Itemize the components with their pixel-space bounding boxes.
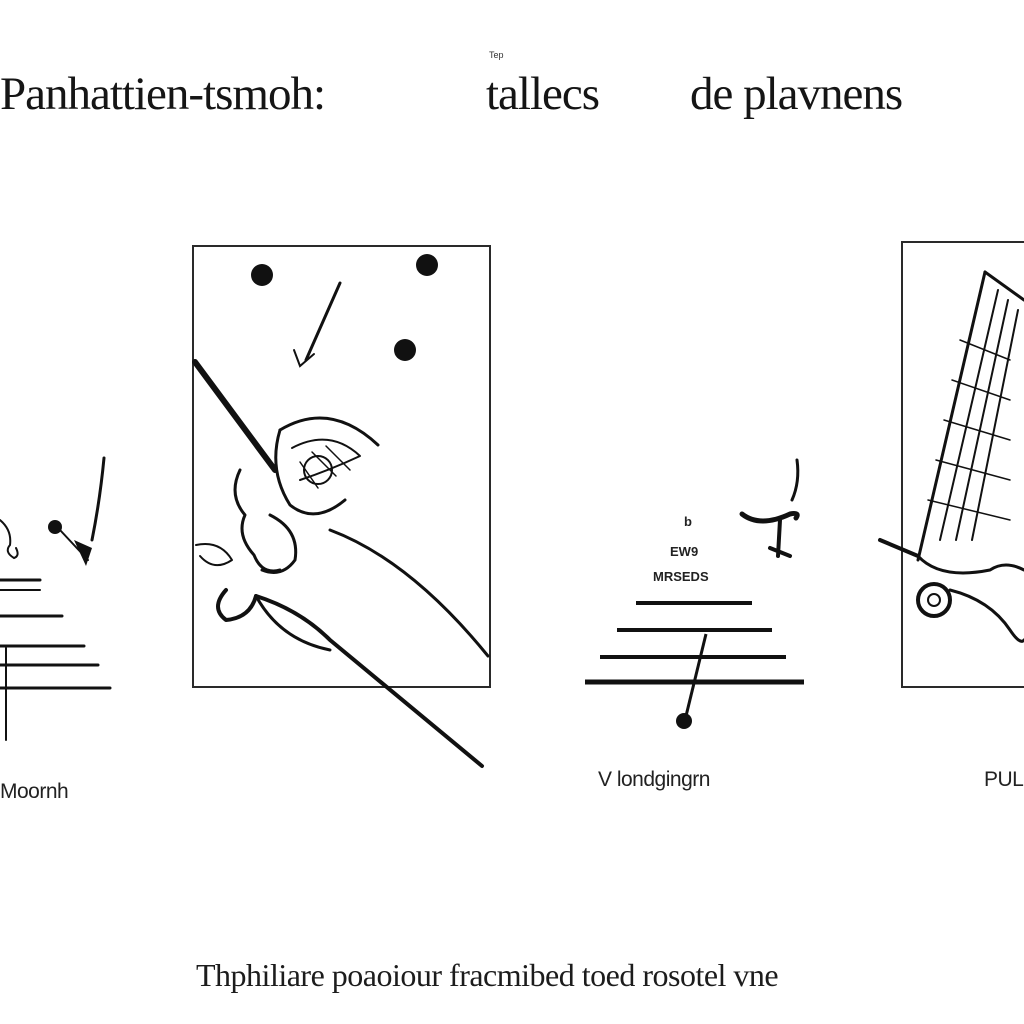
panel-2-dot-1 [251, 264, 273, 286]
title-prefix: Panhattien-tsmoh: [0, 68, 326, 120]
panel-4-frame [901, 241, 1024, 688]
panel-3-pendulum-dot-icon [676, 713, 692, 729]
footer-caption: Thphiliare poaoiour fracmibed toed rosot… [196, 957, 779, 993]
panel-2-hand-with-instrument [192, 359, 490, 768]
panel-3-hook-icon [739, 458, 800, 558]
panel-2-frame [192, 245, 491, 688]
panel-2-dot-2 [416, 254, 438, 276]
panel-3-stacked-lines [585, 601, 804, 717]
panel-2-pointer-icon [293, 281, 342, 368]
diagram-title: Panhattien-tsmoh: tallecs de plavnens [0, 62, 1024, 126]
panel-3-caption: V londgingrn [598, 768, 710, 791]
panel-1-caption: Moornh [0, 780, 69, 803]
panel-1-dot-icon [48, 520, 62, 534]
title-word-3: de plavnens [690, 68, 903, 120]
panel-1-arrowhead-icon [74, 540, 92, 566]
title-superscript: Tep [489, 50, 504, 60]
panel-2-dot-3 [394, 339, 416, 361]
panel-4-caption: PUL [984, 768, 1024, 791]
panel-1-staircase-drawing [0, 456, 112, 741]
panel-3-label-2: EW9 [670, 544, 699, 559]
panel-3-label-3: MRSEDS [653, 569, 709, 584]
panel-3-label-1: b [684, 514, 692, 529]
title-word-2: tallecs [486, 68, 600, 120]
panel-4-machine-drawing [878, 270, 1024, 643]
